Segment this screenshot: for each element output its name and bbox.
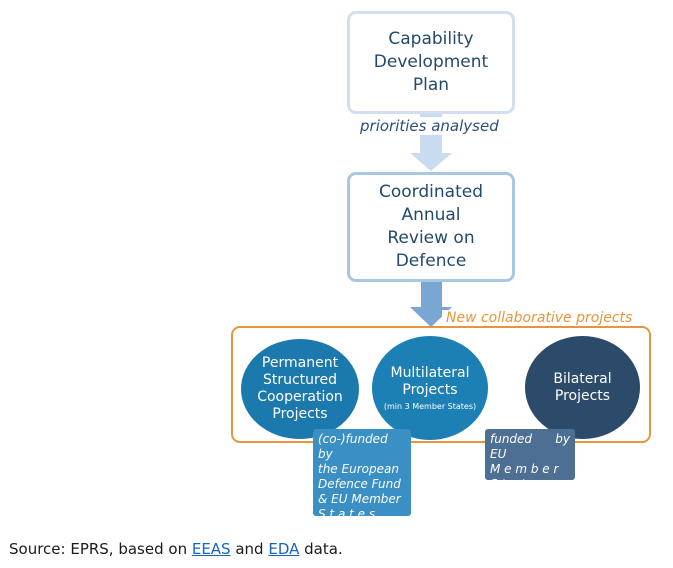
eda-link[interactable]: EDA (268, 540, 300, 558)
eeas-link[interactable]: EEAS (191, 540, 231, 558)
collaborative-projects-group (231, 326, 651, 443)
multilateral-projects-sublabel: (min 3 Member States) (383, 401, 477, 411)
new-collaborative-projects-label: New collaborative projects (442, 310, 637, 326)
arrow-new-projects-head (410, 307, 452, 327)
source-prefix: Source: EPRS, based on (9, 540, 192, 558)
arrow-priorities-head (410, 153, 452, 171)
multilateral-projects-circle: Multilateral Projects (min 3 Member Stat… (372, 336, 488, 440)
multilateral-projects-label: Multilateral Projects (390, 364, 470, 398)
capability-development-plan-box: Capability Development Plan (347, 11, 515, 114)
source-mid: and (230, 540, 269, 558)
priorities-analysed-label: priorities analysed (358, 117, 501, 135)
member-states-note: funded by EU M e m b e r S t a t e s (485, 429, 575, 491)
pesco-projects-label: Permanent Structured Cooperation Project… (257, 355, 343, 422)
source-line: Source: EPRS, based on EEAS and EDA data… (9, 540, 343, 558)
bilateral-projects-label: Bilateral Projects (553, 370, 612, 404)
eu-fund-note: (co-)funded by the European Defence Fund… (313, 429, 411, 521)
source-suffix: data. (299, 540, 343, 558)
bilateral-projects-circle: Bilateral Projects (525, 336, 640, 439)
card-box: Coordinated Annual Review on Defence (347, 172, 515, 282)
capability-development-plan-label: Capability Development Plan (373, 29, 489, 95)
pesco-projects-circle: Permanent Structured Cooperation Project… (241, 339, 359, 439)
arrow-new-projects-stem (421, 282, 442, 309)
card-label: Coordinated Annual Review on Defence (379, 182, 483, 271)
